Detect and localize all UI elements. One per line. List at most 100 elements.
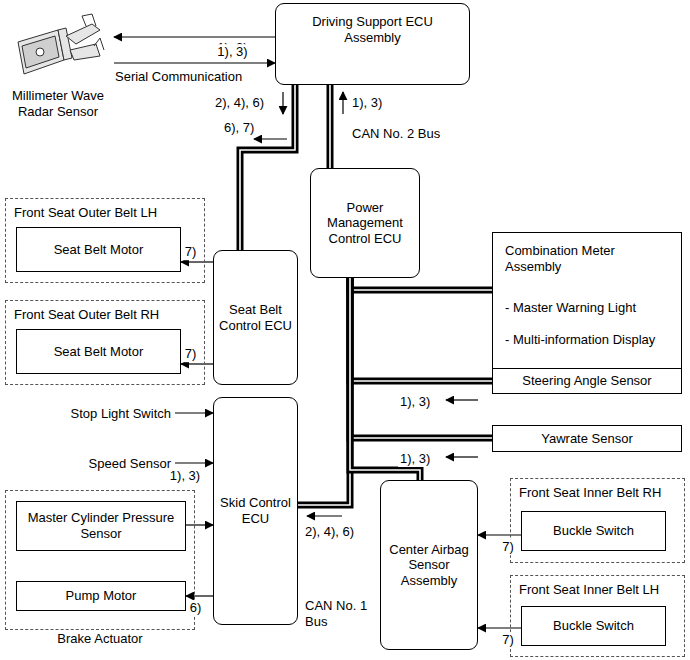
radar-sensor-illustration [18, 14, 104, 74]
component-box: Buckle Switch [521, 606, 666, 646]
component-box: Seat Belt Motor [16, 329, 181, 374]
ecu-box: Seat Belt Control ECU [213, 250, 298, 385]
signal-number: 7) [500, 632, 516, 648]
node-title: Center Airbag Sensor Assembly [385, 542, 473, 589]
connector-line [478, 534, 521, 535]
component-box: Buckle Switch [521, 511, 666, 551]
signal-arrow [446, 456, 478, 457]
connector-line [478, 627, 521, 628]
node-title: Speed Sensor [89, 456, 171, 472]
connector-line [114, 36, 275, 37]
bus-label: CAN No. 2 Bus [350, 126, 442, 142]
signal-number: 2), 4), 6) [213, 95, 266, 111]
signal-arrow [181, 262, 213, 263]
connector-line [186, 524, 213, 525]
bus-outer [350, 278, 492, 290]
node-title: Brake Actuator [6, 631, 194, 647]
signal-arrow [175, 413, 213, 414]
node-title: Stop Light Switch [71, 406, 171, 422]
component-box: Seat Belt Motor [16, 227, 181, 272]
ecu-box: Skid Control ECU [213, 397, 298, 625]
signal-arrow [186, 596, 213, 597]
signal-number: 2), 4), 6) [303, 524, 356, 540]
node-title: Front Seat Outer Belt RH [14, 307, 159, 323]
component-box: Master Cylinder Pressure Sensor [16, 501, 186, 551]
connector-line [175, 412, 213, 413]
node-item: - Multi-information Display [505, 332, 655, 348]
node-title: Power Management Control ECU [315, 200, 415, 247]
component-group: Front Seat Outer Belt RH Seat Belt Motor [5, 300, 205, 385]
node-title: Seat Belt Motor [54, 242, 144, 258]
component-group: Brake ActuatorMaster Cylinder Pressure S… [5, 490, 195, 630]
bus-inner [350, 278, 420, 480]
component-group: Front Seat Inner Belt RH Buckle Switch [510, 478, 685, 563]
signal-number: 7) [183, 346, 199, 362]
signal-arrow [186, 525, 213, 526]
node-title: Front Seat Outer Belt LH [14, 205, 157, 221]
node-title: Seat Belt Motor [54, 344, 144, 360]
signal-arrow [342, 92, 343, 114]
ecu-box: Driving Support ECU Assembly [275, 3, 470, 85]
signal-arrow [114, 37, 275, 38]
signal-number: 1), 3) [398, 394, 432, 410]
signal-number: 7) [183, 244, 199, 260]
sensor-name: Speed Sensor [60, 455, 175, 472]
node-title: Seat Belt Control ECU [218, 302, 293, 333]
sensor-name: Stop Light Switch [40, 405, 175, 422]
signal-arrow [446, 399, 478, 400]
signal-number: 6), 7) [222, 120, 256, 136]
connector-line [175, 462, 213, 463]
bus-label: Serial Communication [113, 69, 244, 85]
component-box: Combination Meter Assembly - Master Warni… [492, 232, 682, 374]
signal-arrow [175, 463, 213, 464]
bus-label: CAN No. 1 Bus [303, 598, 377, 629]
signal-arrow [478, 535, 521, 536]
signal-number: 1), 3) [215, 44, 249, 60]
ecu-box: Power Management Control ECU [310, 168, 420, 278]
bus-inner [329, 85, 331, 168]
node-title: Millimeter Wave Radar Sensor [6, 88, 110, 119]
node-title: Driving Support ECU Assembly [298, 14, 448, 45]
signal-number: 7) [500, 539, 516, 555]
connector-line [186, 595, 213, 596]
node-item: - Master Warning Light [505, 300, 636, 316]
bus-outer [298, 278, 350, 505]
component-group: Front Seat Outer Belt LH Seat Belt Motor [5, 198, 205, 283]
connector-line [114, 62, 275, 63]
component-box: Steering Angle Sensor [492, 368, 682, 394]
node-title: Master Cylinder Pressure Sensor [21, 510, 181, 541]
signal-number: 1), 3) [350, 95, 384, 111]
bus-inner [298, 278, 350, 505]
node-title: Combination Meter Assembly [505, 243, 669, 274]
bus-inner [350, 278, 492, 438]
can-bus [350, 278, 492, 290]
node-title: Yawrate Sensor [541, 431, 633, 447]
signal-number: 6) [188, 600, 204, 616]
bus-outer [350, 278, 492, 438]
signal-arrow [282, 92, 283, 114]
bus-outer [350, 278, 492, 381]
signal-number: 1), 3) [168, 468, 202, 484]
component-box: Yawrate Sensor [492, 425, 682, 452]
bus-inner [350, 278, 492, 290]
node-title: Front Seat Inner Belt RH [519, 485, 661, 501]
bus-outer [327, 85, 334, 168]
signal-arrow [478, 628, 521, 629]
node-title: Pump Motor [66, 588, 137, 604]
signal-arrow [254, 138, 287, 139]
bus-inner [350, 278, 492, 381]
node-title: Steering Angle Sensor [522, 373, 651, 389]
node-title: Skid Control ECU [218, 495, 293, 526]
signal-arrow [181, 364, 213, 365]
ecu-box: Center Airbag Sensor Assembly [380, 480, 478, 650]
signal-arrow [114, 63, 275, 64]
component-box: Pump Motor [16, 581, 186, 611]
can-bus [350, 278, 420, 480]
can-bus [298, 278, 350, 505]
node-title: Buckle Switch [553, 618, 634, 634]
can-bus [330, 85, 331, 168]
node-title: Buckle Switch [553, 523, 634, 539]
connector-line [181, 261, 213, 262]
radar-sensor: Millimeter Wave Radar Sensor [2, 18, 114, 123]
